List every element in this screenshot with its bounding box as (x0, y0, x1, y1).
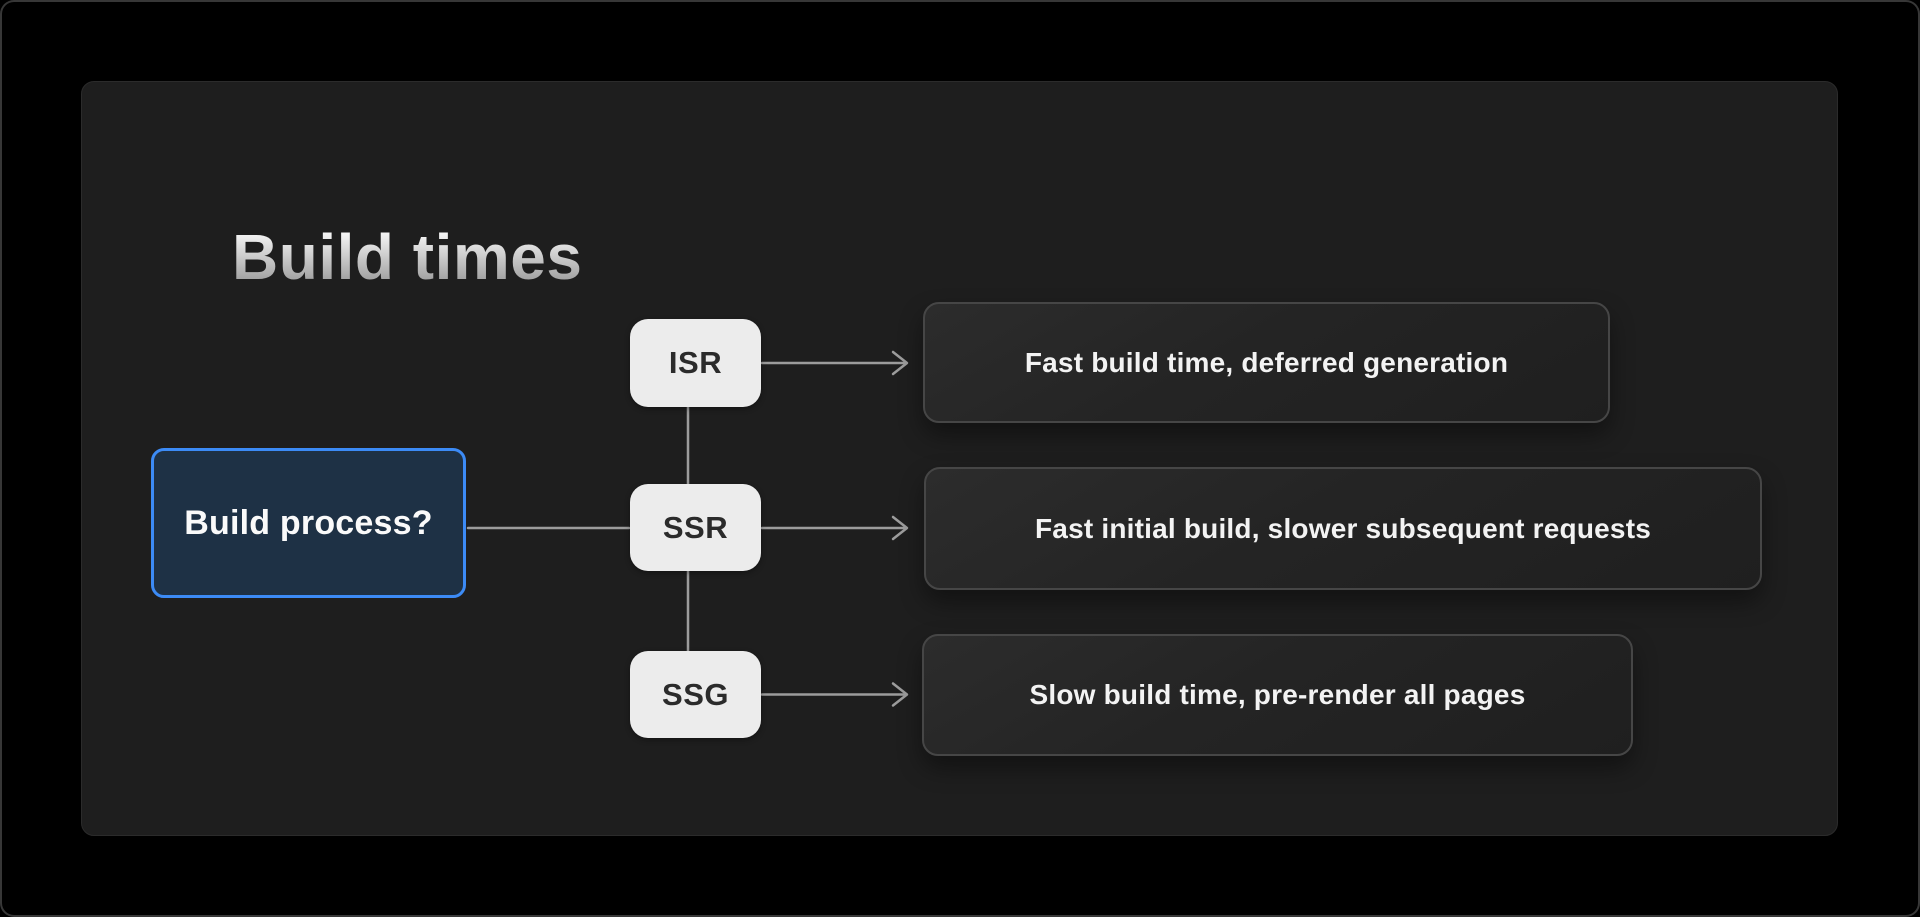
page-title: Build times (232, 221, 583, 293)
node-ssg[interactable]: SSG (630, 651, 761, 738)
outcome-isr[interactable]: Fast build time, deferred generation (923, 302, 1610, 423)
outcome-ssr[interactable]: Fast initial build, slower subsequent re… (924, 467, 1762, 590)
outcome-ssg[interactable]: Slow build time, pre-render all pages (922, 634, 1633, 756)
node-build-process[interactable]: Build process? (151, 448, 466, 598)
outcome-ssr-label: Fast initial build, slower subsequent re… (1035, 512, 1651, 544)
node-ssg-label: SSG (662, 676, 729, 712)
node-ssr[interactable]: SSR (630, 484, 761, 571)
arrowhead-isr (891, 350, 909, 376)
arrowhead-ssr (891, 515, 909, 541)
node-ssr-label: SSR (662, 509, 729, 545)
node-isr[interactable]: ISR (630, 319, 761, 407)
node-isr-label: ISR (668, 345, 723, 380)
arrowhead-ssg (891, 682, 909, 707)
node-build-process-label: Build process? (184, 503, 433, 542)
outcome-isr-label: Fast build time, deferred generation (1024, 346, 1509, 378)
outcome-ssg-label: Slow build time, pre-render all pages (1029, 679, 1526, 710)
